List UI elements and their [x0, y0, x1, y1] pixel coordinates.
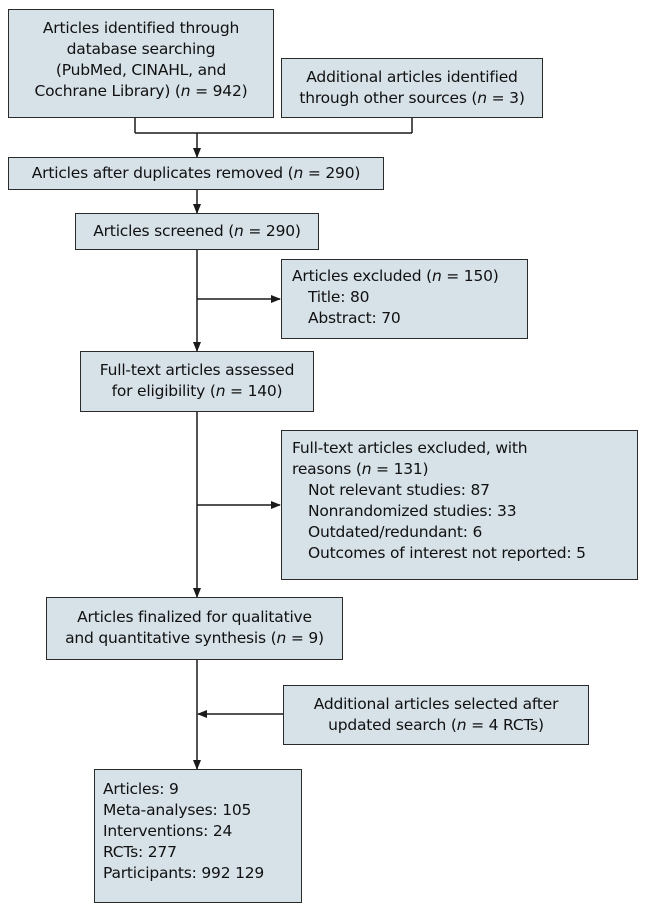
- fulltext-assessed-prefix: for eligibility (: [111, 382, 216, 400]
- identified-db-line-4: Cochrane Library) (n = 942): [9, 81, 273, 102]
- screened-count: = 290): [243, 222, 301, 240]
- excluded-item-title: Title: 80: [308, 288, 370, 306]
- identified-db-count: = 942): [190, 82, 248, 100]
- identified-db-n-label: n: [180, 82, 191, 100]
- box-articles-screened: Articles screened (n = 290): [75, 213, 319, 250]
- fulltext-excluded-item-not-relevant: Not relevant studies: 87: [308, 481, 490, 499]
- identified-db-prefix: Cochrane Library) (: [34, 82, 181, 100]
- updated-search-line-2: updated search (n = 4 RCTs): [284, 715, 588, 736]
- box-fulltext-assessed: Full-text articles assessed for eligibil…: [80, 351, 314, 412]
- identified-other-line-1: Additional articles identified: [306, 68, 518, 86]
- excluded-count: = 150): [441, 267, 499, 285]
- box-articles-finalized: Articles finalized for qualitative and q…: [46, 597, 343, 660]
- fulltext-excluded-count: = 131): [371, 460, 429, 478]
- fulltext-assessed-line-1: Full-text articles assessed: [99, 361, 295, 379]
- box-articles-identified-other: Additional articles identified through o…: [281, 58, 543, 118]
- duplicates-prefix: Articles after duplicates removed (: [31, 164, 294, 182]
- finalized-prefix: and quantitative synthesis (: [65, 629, 277, 647]
- box-articles-excluded: Articles excluded (n = 150) Title: 80 Ab…: [281, 259, 528, 339]
- identified-other-line-2: through other sources (n = 3): [282, 88, 542, 109]
- finalized-line-2: and quantitative synthesis (n = 9): [47, 628, 342, 649]
- fulltext-assessed-line-2: for eligibility (n = 140): [81, 381, 313, 402]
- final-count-articles: Articles: 9: [103, 780, 179, 798]
- excluded-n-label: n: [431, 267, 442, 285]
- fulltext-excluded-n-label: n: [361, 460, 372, 478]
- final-count-participants: Participants: 992 129: [103, 864, 265, 882]
- identified-db-line-3: (PubMed, CINAHL, and: [55, 61, 227, 79]
- fulltext-excluded-prefix: reasons (: [292, 460, 362, 478]
- box-duplicates-removed: Articles after duplicates removed (n = 2…: [8, 157, 384, 190]
- updated-search-line-1: Additional articles selected after: [313, 695, 559, 713]
- fulltext-excluded-item-nonrandomized: Nonrandomized studies: 33: [308, 502, 517, 520]
- screened-prefix: Articles screened (: [93, 222, 235, 240]
- duplicates-count: = 290): [303, 164, 361, 182]
- identified-db-line-1: Articles identified through: [42, 19, 240, 37]
- excluded-prefix: Articles excluded (: [292, 267, 432, 285]
- duplicates-n-label: n: [293, 164, 304, 182]
- fulltext-excluded-item-outcomes: Outcomes of interest not reported: 5: [308, 544, 586, 562]
- screened-line: Articles screened (n = 290): [76, 221, 318, 242]
- box-fulltext-excluded: Full-text articles excluded, with reason…: [281, 430, 638, 580]
- fulltext-excluded-item-outdated: Outdated/redundant: 6: [308, 523, 483, 541]
- box-final-counts: Articles: 9 Meta-analyses: 105 Intervent…: [94, 769, 302, 903]
- identified-db-line-2: database searching: [66, 40, 216, 58]
- updated-search-prefix: updated search (: [328, 716, 457, 734]
- updated-search-count: = 4 RCTs): [466, 716, 544, 734]
- duplicates-line: Articles after duplicates removed (n = 2…: [9, 163, 383, 184]
- identified-other-count: = 3): [486, 89, 525, 107]
- finalized-n-label: n: [276, 629, 287, 647]
- final-count-interventions: Interventions: 24: [103, 822, 233, 840]
- fulltext-assessed-n-label: n: [215, 382, 226, 400]
- excluded-item-abstract: Abstract: 70: [308, 309, 401, 327]
- excluded-header: Articles excluded (n = 150): [292, 266, 527, 287]
- box-articles-identified-database: Articles identified through database sea…: [8, 9, 274, 118]
- final-count-rcts: RCTs: 277: [103, 843, 177, 861]
- updated-search-n-label: n: [456, 716, 467, 734]
- identified-other-n-label: n: [477, 89, 487, 107]
- finalized-line-1: Articles finalized for qualitative: [77, 608, 312, 626]
- screened-n-label: n: [234, 222, 244, 240]
- finalized-count: = 9): [286, 629, 324, 647]
- identified-other-prefix: through other sources (: [299, 89, 478, 107]
- final-count-meta-analyses: Meta-analyses: 105: [103, 801, 252, 819]
- fulltext-excluded-line-1: Full-text articles excluded, with: [292, 439, 528, 457]
- box-updated-search: Additional articles selected after updat…: [283, 685, 589, 745]
- fulltext-assessed-count: = 140): [225, 382, 283, 400]
- fulltext-excluded-line-2: reasons (n = 131): [292, 459, 637, 480]
